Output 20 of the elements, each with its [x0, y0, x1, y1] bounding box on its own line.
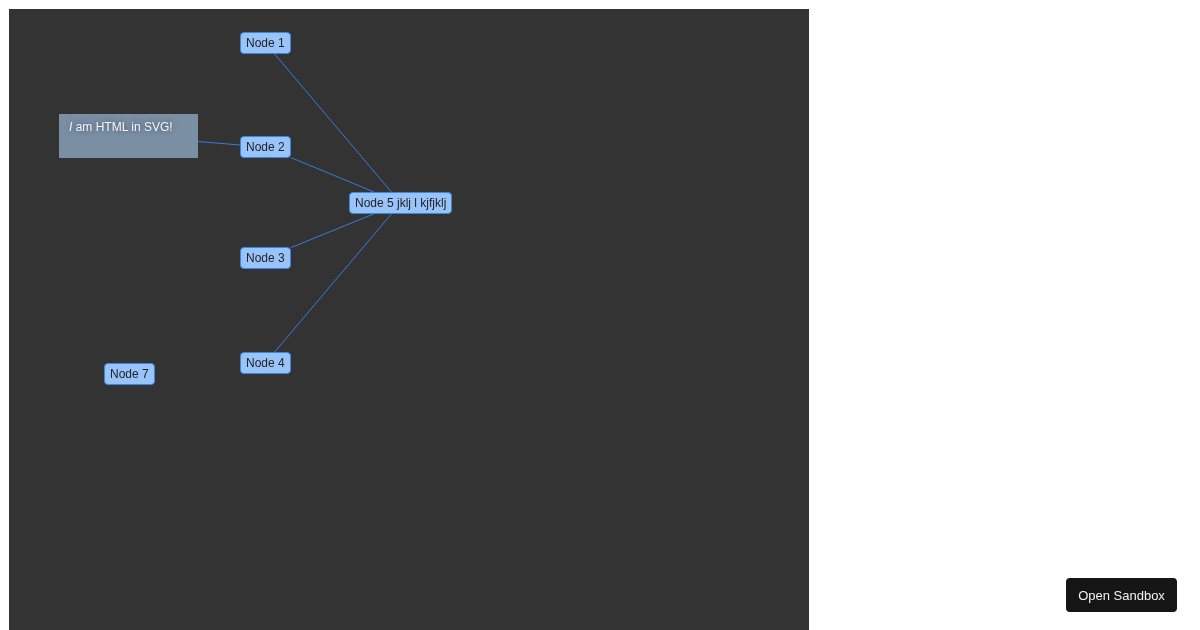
- node-label: I am HTML in SVG!: [69, 120, 174, 134]
- connector-line: [274, 213, 392, 353]
- connector-line: [197, 141, 241, 146]
- rounded-node-box: [104, 363, 155, 385]
- connector-line: [274, 53, 392, 193]
- open-button: Open Sandbox: [1066, 578, 1177, 612]
- node-label: Node 5 jklj l kjfjklj: [355, 196, 447, 210]
- rounded-node-box: [240, 32, 291, 54]
- connector-line: [290, 157, 375, 193]
- connector-line: [290, 213, 375, 249]
- html-panel-box: [59, 114, 198, 158]
- node-label: Node 4: [246, 356, 285, 370]
- node-label: Node 2: [246, 140, 285, 154]
- node-label: Node 7: [110, 367, 149, 381]
- rounded-node-box: [240, 136, 291, 158]
- rounded-node-box: [240, 352, 291, 374]
- rounded-node-box: [240, 247, 291, 269]
- node-label: Node 1: [246, 36, 285, 50]
- node-label: Node 3: [246, 251, 285, 265]
- rounded-node-box: [349, 192, 453, 214]
